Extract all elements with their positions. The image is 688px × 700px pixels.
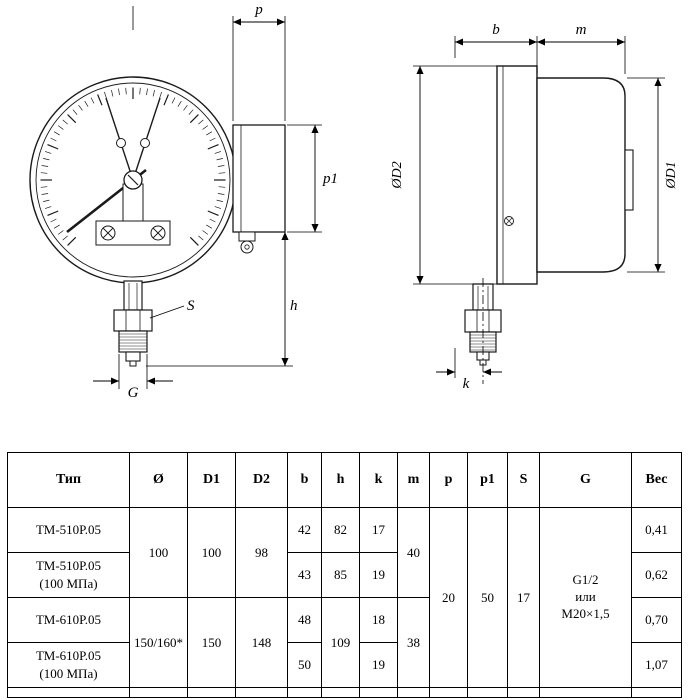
cell-m-510: 40	[397, 507, 430, 598]
cell-weight-r3: 0,70	[631, 597, 682, 643]
col-header-p: p	[429, 452, 468, 508]
dim-g: G	[93, 354, 173, 401]
dim-label-g: G	[128, 385, 139, 401]
setpointer-right	[132, 97, 161, 181]
dim-label-h: h	[290, 298, 298, 314]
cell-b-r1: 42	[287, 507, 322, 553]
front-view: p p1 h S G	[29, 2, 338, 401]
cell-type-r2: ТМ-510Р.05 (100 МПа)	[7, 552, 130, 598]
cell-s-all: 17	[507, 507, 540, 688]
table-header-row: Тип Ø D1 D2 b h k m p p1 S G Вес	[7, 452, 682, 508]
col-header-g: G	[539, 452, 632, 508]
cell-d1-610: 150	[187, 597, 236, 688]
col-header-type: Тип	[7, 452, 130, 508]
dim-label-m: m	[576, 22, 587, 38]
cell-type-r4: ТМ-610Р.05 (100 МПа)	[7, 642, 130, 688]
table-row: ТМ-610Р.05 150/160* 150 148 48 109 18 38…	[7, 597, 682, 688]
cell-d1-510: 100	[187, 507, 236, 598]
col-header-h: h	[321, 452, 360, 508]
cell-k-r3: 18	[359, 597, 398, 643]
screw-left-icon	[100, 225, 116, 241]
cell-weight-r4: 1,07	[631, 642, 682, 688]
dim-h: h	[146, 232, 298, 367]
table-row: ТМ-510Р.05 100 100 98 42 82 17 40 20 50 …	[7, 507, 682, 688]
col-header-d2: D2	[235, 452, 288, 508]
cell-b-r4: 50	[287, 642, 322, 688]
cell-weight-r2: 0,62	[631, 552, 682, 598]
back-stub	[624, 149, 634, 211]
table-row: ТМ-510Р.05 (100 МПа) 43 85 19 0,62	[7, 552, 682, 598]
cell-k-r4: 19	[359, 642, 398, 688]
dim-label-p1: p1	[322, 171, 338, 187]
g-thread-line3: M20×1,5	[561, 605, 610, 621]
col-header-s: S	[507, 452, 540, 508]
cell-h-r2: 85	[321, 552, 360, 598]
cell-type-r1: ТМ-510Р.05	[7, 507, 130, 553]
gauge-rim	[35, 82, 231, 278]
dim-label-d1: ØD1	[664, 161, 679, 189]
dimensions-table: Тип Ø D1 D2 b h k m p p1 S G Вес ТМ-510Р…	[7, 452, 682, 698]
cell-h-r1: 82	[321, 507, 360, 553]
side-view: b m ØD2 ØD1 k	[390, 22, 679, 392]
cell-b-r2: 43	[287, 552, 322, 598]
dim-d1: ØD1	[627, 77, 679, 273]
col-header-p1: p1	[467, 452, 508, 508]
cell-k-r1: 17	[359, 507, 398, 553]
dim-label-b: b	[492, 22, 500, 38]
cell-k-r2: 19	[359, 552, 398, 598]
cell-b-r3: 48	[287, 597, 322, 643]
cell-type-r3: ТМ-610Р.05	[7, 597, 130, 643]
g-thread-line1: G1/2	[572, 572, 599, 588]
stem-front	[113, 280, 153, 367]
col-header-k: k	[359, 452, 398, 508]
col-header-dia: Ø	[129, 452, 188, 508]
cell-d2-610: 148	[235, 597, 288, 688]
col-header-b: b	[287, 452, 322, 508]
setpointer-left	[105, 97, 134, 181]
cell-dia-610: 150/160*	[129, 597, 188, 688]
cell-d2-510: 98	[235, 507, 288, 598]
col-header-m: m	[397, 452, 430, 508]
case-body-side	[536, 77, 626, 273]
cell-m-610: 38	[397, 597, 430, 688]
cell-dia-510: 100	[129, 507, 188, 598]
dim-b-m: b m	[454, 22, 626, 74]
hex-nut-front	[113, 309, 153, 332]
g-thread-line2: или	[575, 589, 596, 605]
dim-label-s: S	[187, 298, 195, 314]
cell-weight-r1: 0,41	[631, 507, 682, 553]
dim-label-d2: ØD2	[390, 161, 405, 189]
table-empty-row	[7, 687, 682, 698]
contact-housing-box	[232, 124, 286, 254]
dim-label-p: p	[254, 2, 263, 18]
cell-p-all: 20	[429, 507, 468, 688]
technical-drawing: p p1 h S G	[29, 2, 679, 401]
dim-k: k	[436, 348, 502, 392]
dim-p: p	[232, 2, 286, 121]
cell-g-all: G1/2 или M20×1,5	[539, 507, 632, 688]
dim-d2: ØD2	[390, 65, 497, 285]
case-screw-icon	[504, 216, 514, 226]
dial-scale-ticks	[40, 87, 226, 246]
dim-p1: p1	[287, 124, 338, 233]
col-header-weight: Вес	[631, 452, 682, 508]
col-header-d1: D1	[187, 452, 236, 508]
screw-right-icon	[150, 225, 166, 241]
cell-h-610: 109	[321, 597, 360, 688]
dim-label-k: k	[463, 376, 470, 392]
pointer-hub	[123, 170, 143, 190]
cell-p1-all: 50	[467, 507, 508, 688]
table-row: ТМ-610Р.05 (100 МПа) 50 19 1,07	[7, 642, 682, 688]
dim-s: S	[149, 298, 195, 319]
